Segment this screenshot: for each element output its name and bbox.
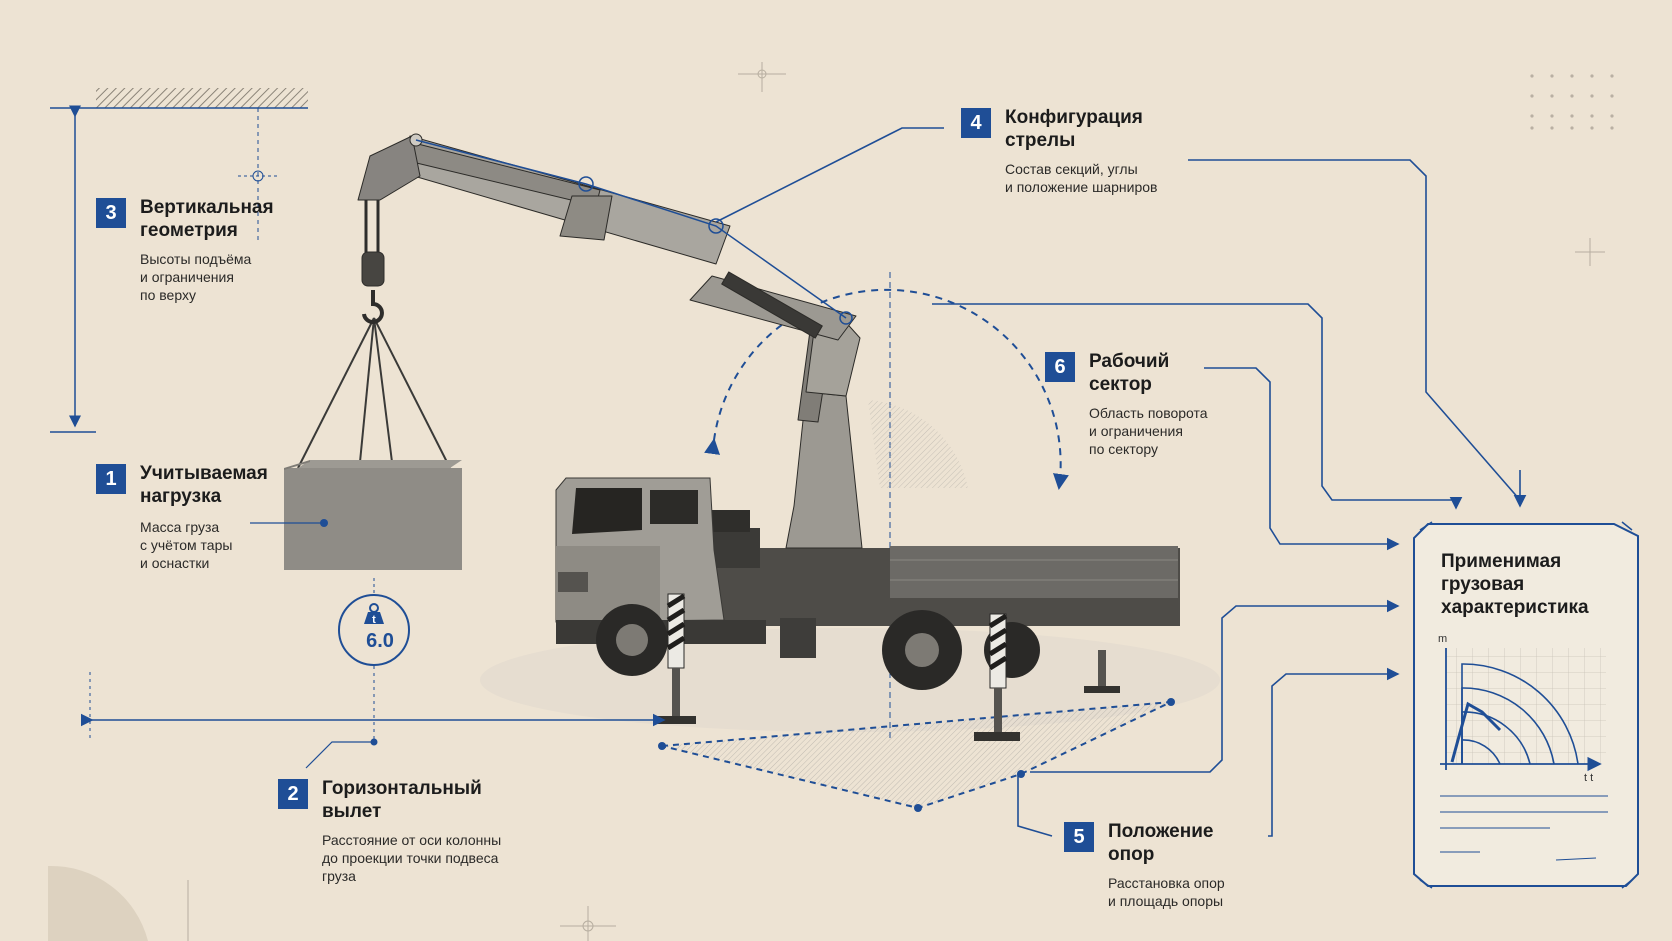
boom-pivots — [415, 139, 853, 325]
callout-number: 2 — [278, 779, 308, 809]
weight-badge — [338, 578, 410, 666]
dot-grid-decor — [1530, 74, 1614, 130]
truck — [555, 477, 1180, 741]
leader-lines — [715, 127, 1527, 837]
callout-number: 6 — [1045, 352, 1075, 382]
callout-number: 3 — [96, 198, 126, 228]
working-sector — [704, 288, 1069, 490]
crane-boom — [357, 133, 863, 549]
hook-assembly — [361, 190, 385, 324]
height-dimension — [50, 105, 96, 433]
overhead-limit — [50, 88, 308, 240]
weight-value: 6.0 — [366, 630, 394, 652]
callout-number: 5 — [1064, 822, 1094, 852]
outrigger-front — [654, 593, 696, 724]
load-chart-panel — [1413, 521, 1639, 889]
suspended-load — [250, 317, 462, 570]
outrigger-rear — [974, 613, 1020, 741]
background-decor — [48, 62, 1605, 941]
callout-number: 1 — [96, 464, 126, 494]
radius-dimension — [80, 666, 666, 769]
callout-number: 4 — [961, 108, 991, 138]
outrigger-footprint-outline — [661, 701, 1172, 810]
chart-x-axis-label: t t — [1584, 772, 1593, 784]
chart-y-axis-label: m — [1438, 633, 1447, 645]
weight-unit: t — [372, 614, 376, 626]
